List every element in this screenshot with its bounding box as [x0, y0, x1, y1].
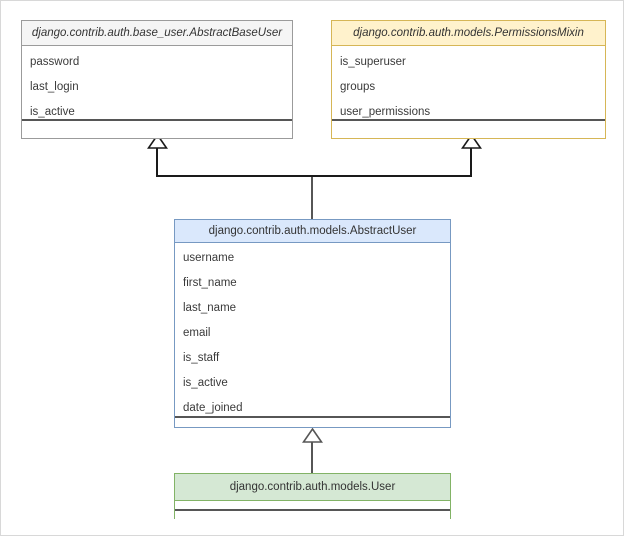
attribute-row: date_joined [183, 402, 243, 414]
connector-user-to-abstractuser [311, 441, 313, 473]
arrowhead-to-abstractbaseuser [147, 134, 168, 149]
class-methods-user [175, 511, 450, 519]
class-attributes-abstractbaseuser: password last_login is_active [22, 46, 292, 119]
compartment-separator [175, 416, 450, 418]
attribute-row: email [183, 327, 211, 339]
compartment-separator [22, 119, 292, 121]
attribute-row: username [183, 252, 235, 264]
attribute-row: user_permissions [340, 106, 431, 118]
connector-horizontal-bus [156, 175, 472, 177]
arrowhead-to-abstractuser [302, 428, 323, 443]
attribute-row: password [30, 56, 80, 68]
class-title-abstractbaseuser: django.contrib.auth.base_user.AbstractBa… [22, 21, 292, 46]
class-title-abstractuser: django.contrib.auth.models.AbstractUser [175, 220, 450, 243]
attribute-row: last_login [30, 81, 79, 93]
class-title-user: django.contrib.auth.models.User [175, 474, 450, 501]
compartment-separator [332, 119, 605, 121]
class-attributes-user [175, 501, 450, 509]
compartment-separator [175, 509, 450, 511]
class-box-permissionsmixin[interactable]: django.contrib.auth.models.PermissionsMi… [331, 20, 606, 139]
arrowhead-to-permissionsmixin [461, 134, 482, 149]
connector-riser-right [470, 147, 472, 176]
attribute-row: is_superuser [340, 56, 406, 68]
class-methods-permissionsmixin [332, 121, 605, 138]
connector-riser-left [156, 147, 158, 176]
class-attributes-permissionsmixin: is_superuser groups user_permissions [332, 46, 605, 119]
class-title-permissionsmixin: django.contrib.auth.models.PermissionsMi… [332, 21, 605, 46]
class-box-abstractuser[interactable]: django.contrib.auth.models.AbstractUser … [174, 219, 451, 428]
connector-abstractuser-to-bus [311, 176, 313, 219]
attribute-row: is_active [183, 377, 228, 389]
attribute-row: first_name [183, 277, 237, 289]
attribute-row: groups [340, 81, 376, 93]
class-box-abstractbaseuser[interactable]: django.contrib.auth.base_user.AbstractBa… [21, 20, 293, 139]
class-methods-abstractuser [175, 418, 450, 427]
attribute-row: is_active [30, 106, 75, 118]
attribute-row: is_staff [183, 352, 220, 364]
class-attributes-abstractuser: username first_name last_name email is_s… [175, 243, 450, 416]
class-box-user[interactable]: django.contrib.auth.models.User [174, 473, 451, 519]
attribute-row: last_name [183, 302, 237, 314]
class-methods-abstractbaseuser [22, 121, 292, 138]
